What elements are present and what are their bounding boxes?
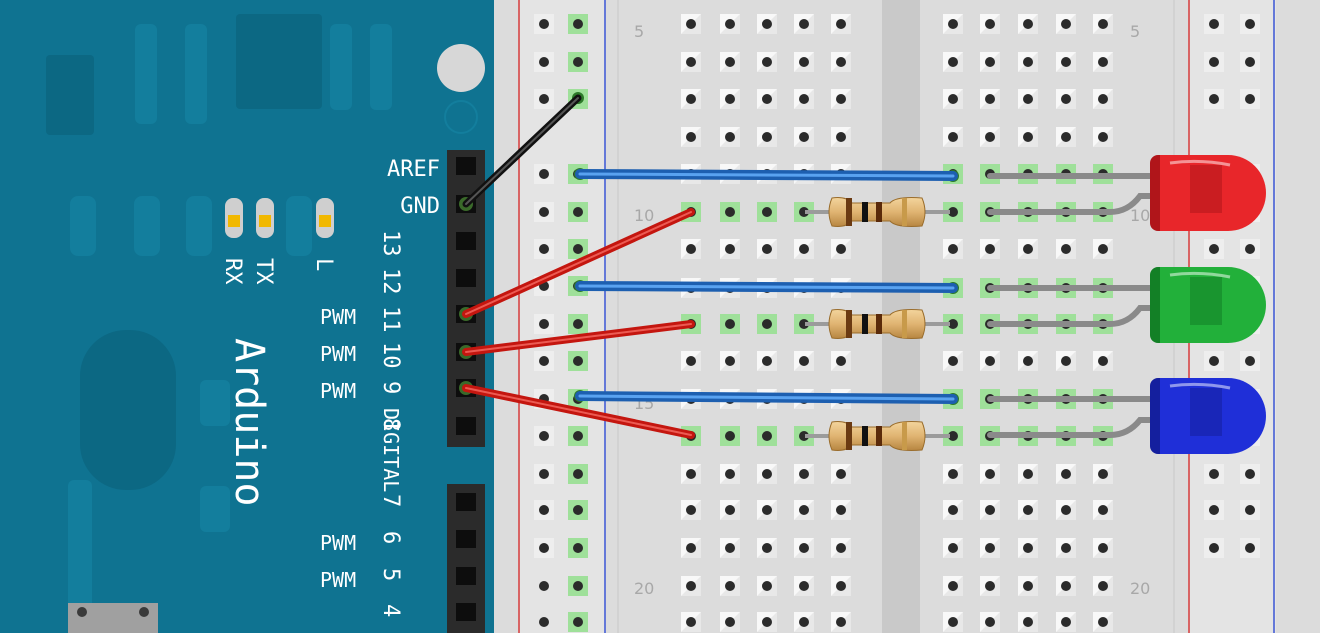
- pin-label-10: 10: [378, 342, 403, 369]
- pin-label-gnd: GND: [400, 194, 440, 219]
- led-blue: [1150, 378, 1266, 454]
- pwm-label-5: PWM: [320, 568, 356, 592]
- pin-label-5: 5: [378, 568, 403, 581]
- resistor-1: [805, 197, 950, 227]
- led-red: [1150, 155, 1266, 231]
- row-number-10-right: 10: [1130, 206, 1150, 225]
- digital-label: DIGITAL: [379, 408, 403, 492]
- pin-label-11: 11: [378, 306, 403, 333]
- rx-label: RX: [220, 258, 245, 285]
- pin-label-aref: AREF: [387, 157, 440, 182]
- l-label: L: [311, 258, 336, 271]
- pin-labels: AREF GND 13 12 11 10 9 8 7 6 5 4 PWM PWM…: [320, 157, 440, 617]
- pin-label-12: 12: [378, 268, 403, 295]
- pin-label-7: 7: [378, 494, 403, 507]
- header-pins: [456, 157, 476, 621]
- mounting-hole-icon: [437, 44, 485, 92]
- row-number-20: 20: [634, 579, 654, 598]
- wires: [462, 94, 958, 439]
- pwm-label-6: PWM: [320, 531, 356, 555]
- row-number-5-right: 5: [1130, 22, 1140, 41]
- pwm-label-11: PWM: [320, 305, 356, 329]
- pwm-label-10: PWM: [320, 342, 356, 366]
- status-leds: [225, 198, 334, 238]
- led-green: [1150, 267, 1266, 343]
- led-labels: RX TX L: [220, 258, 336, 285]
- pin-label-6: 6: [378, 531, 403, 544]
- row-number-5: 5: [634, 22, 644, 41]
- arduino-board: RX TX L Arduino AREF GND 13 12 11 10 9 8…: [0, 0, 494, 633]
- resistor-2: [805, 309, 950, 339]
- row-number-20-right: 20: [1130, 579, 1150, 598]
- pin-label-13: 13: [378, 230, 403, 257]
- pin-label-4: 4: [378, 604, 403, 617]
- tx-label: TX: [251, 258, 276, 285]
- leds: [1150, 155, 1266, 454]
- pin-label-9: 9: [378, 381, 403, 394]
- breadboard-holes: [534, 14, 1260, 632]
- led-leads: [987, 173, 1163, 438]
- resistors: [805, 197, 950, 451]
- arduino-logo-text: Arduino: [226, 338, 272, 507]
- row-number-10: 10: [634, 206, 654, 225]
- resistor-3: [805, 421, 950, 451]
- pwm-label-9: PWM: [320, 379, 356, 403]
- pin-label-8: 8: [378, 418, 403, 431]
